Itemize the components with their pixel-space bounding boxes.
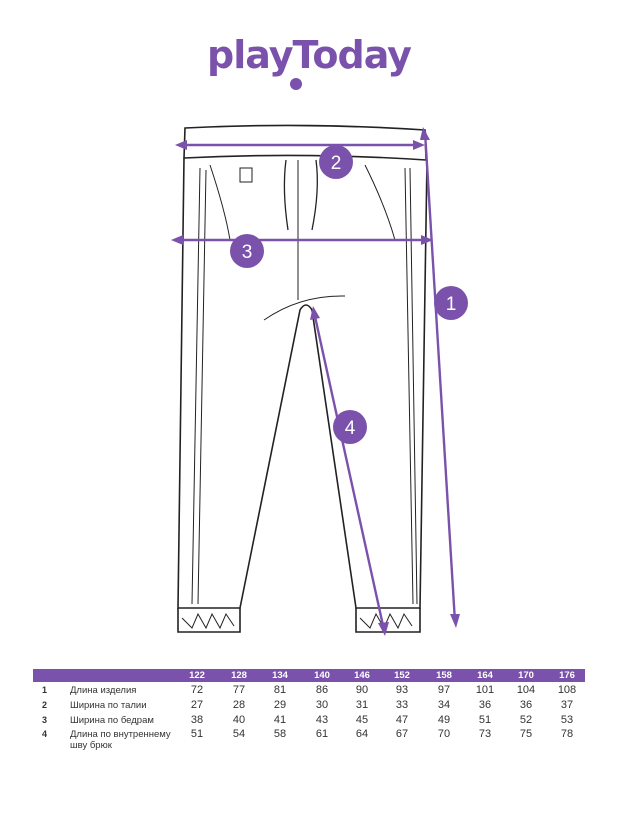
svg-text:4: 4 (345, 418, 356, 439)
table-cell: 29 (273, 699, 287, 711)
table-cell: 53 (560, 714, 574, 726)
table-cell: 41 (273, 714, 287, 726)
table-cell: 97 (437, 684, 451, 696)
table-cell: 86 (315, 684, 329, 696)
marker-3: 3 (230, 234, 264, 268)
size-header: 176 (559, 670, 575, 681)
row-label: Ширина по талии (70, 700, 147, 711)
table-cell: 51 (478, 714, 492, 726)
table-cell: 45 (355, 714, 369, 726)
table-cell: 40 (232, 714, 246, 726)
table-cell: 77 (232, 684, 246, 696)
pants-outline (177, 124, 428, 633)
row-number: 1 (42, 685, 48, 695)
table-cell: 34 (437, 699, 451, 711)
brand-logo: playToday (207, 33, 412, 77)
table-cell: 93 (395, 684, 409, 696)
size-table-header (33, 669, 585, 682)
row-number: 4 (42, 729, 48, 739)
table-cell: 108 (557, 684, 577, 696)
table-cell: 54 (232, 728, 246, 740)
table-cell: 64 (355, 728, 369, 740)
size-header: 152 (394, 670, 410, 681)
table-cell: 33 (395, 699, 409, 711)
size-header: 164 (477, 670, 493, 681)
table-cell: 78 (560, 728, 574, 740)
row-label: Ширина по бедрам (70, 715, 154, 726)
table-cell: 49 (437, 714, 451, 726)
table-cell: 37 (560, 699, 574, 711)
table-cell: 72 (190, 684, 204, 696)
row-label: Длина по внутреннему шву брюк (70, 729, 171, 751)
table-cell: 67 (395, 728, 409, 740)
size-header: 140 (314, 670, 330, 681)
row-label: Длина изделия (70, 685, 137, 696)
size-header: 122 (189, 670, 205, 681)
table-cell: 101 (475, 684, 495, 696)
svg-text:3: 3 (242, 242, 253, 263)
table-cell: 36 (519, 699, 533, 711)
table-cell: 31 (355, 699, 369, 711)
table-cell: 27 (190, 699, 204, 711)
table-cell: 90 (355, 684, 369, 696)
svg-text:2: 2 (331, 153, 342, 174)
row-number: 2 (42, 700, 48, 710)
table-cell: 36 (478, 699, 492, 711)
marker-2: 2 (319, 145, 353, 179)
table-cell: 104 (516, 684, 536, 696)
marker-1: 1 (434, 286, 468, 320)
row-number: 3 (42, 715, 48, 725)
size-header: 158 (436, 670, 452, 681)
size-header: 128 (231, 670, 247, 681)
table-cell: 38 (190, 714, 204, 726)
table-cell: 30 (315, 699, 329, 711)
size-header: 170 (518, 670, 534, 681)
svg-text:1: 1 (446, 294, 457, 315)
table-cell: 43 (315, 714, 329, 726)
table-cell: 52 (519, 714, 533, 726)
size-header: 146 (354, 670, 370, 681)
table-cell: 47 (395, 714, 409, 726)
table-cell: 58 (273, 728, 287, 740)
table-cell: 70 (437, 728, 451, 740)
table-cell: 28 (232, 699, 246, 711)
table-cell: 75 (519, 728, 533, 740)
logo-dot (290, 78, 302, 90)
measure-lines (171, 127, 460, 636)
pants-diagram: 1 2 3 4 (171, 124, 468, 636)
table-cell: 61 (315, 728, 329, 740)
table-cell: 73 (478, 728, 492, 740)
table-cell: 81 (273, 684, 287, 696)
size-header: 134 (272, 670, 288, 681)
table-cell: 51 (190, 728, 204, 740)
marker-4: 4 (333, 410, 367, 444)
